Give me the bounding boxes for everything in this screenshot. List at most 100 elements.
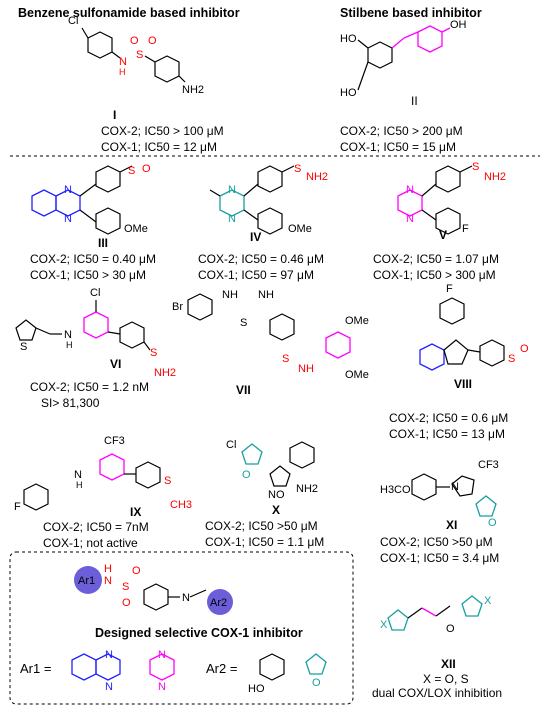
- structure-XI: H3CO N CF3 O: [380, 459, 499, 529]
- atom-ch3: CH3: [170, 499, 192, 511]
- ic50-II-cox1: COX-1; IC50 = 15 μM: [340, 140, 456, 154]
- ar1-quinoxaline: N N: [71, 649, 121, 693]
- atom-ome1: OMe: [345, 315, 369, 327]
- structure-VIII: F S O: [419, 283, 529, 371]
- atom-s: S: [240, 317, 247, 329]
- atom-n1: N: [451, 481, 459, 493]
- label-VIII: VIII: [454, 377, 473, 391]
- atom-f: F: [14, 501, 21, 513]
- label-VII: VII: [236, 383, 251, 397]
- ic50-VIII-cox2: COX-2; IC50 = 0.6 μM: [389, 411, 509, 425]
- structure-XII: X O X: [380, 595, 492, 635]
- atom-cl: Cl: [90, 287, 100, 299]
- atom-n1: N: [406, 184, 414, 196]
- atom-n: N: [64, 329, 72, 341]
- xii-note-dual: dual COX/LOX inhibition: [372, 686, 503, 700]
- atom-nh2: NH: [258, 289, 274, 301]
- ar2-furan: O: [305, 653, 327, 689]
- atom-o1: O: [130, 35, 139, 47]
- atom-ome: OMe: [124, 223, 148, 235]
- ic50-IV-cox1: COX-1; IC50 = 97 μM: [198, 268, 314, 282]
- atom-s: S: [128, 165, 135, 177]
- atom-nh2: NH2: [182, 84, 204, 96]
- label-XII: XII: [441, 657, 456, 671]
- atom-n1: N: [228, 184, 236, 196]
- atom-f: F: [462, 223, 469, 235]
- ar2-bubble: [207, 589, 233, 615]
- atom-ho2: HO: [340, 87, 357, 99]
- structure-IV: N N S NH2 OMe: [209, 163, 328, 235]
- label-V: V: [439, 228, 448, 242]
- label-II: II: [411, 94, 418, 108]
- ic50-IV-cox2: COX-2; IC50 = 0.46 μM: [198, 252, 324, 266]
- atom-h: H: [119, 67, 126, 77]
- atom-o: O: [488, 517, 497, 529]
- ic50-X-cox2: COX-2; IC50 >50 μM: [205, 519, 318, 533]
- atom-o: O: [520, 343, 529, 355]
- atom-nh2: NH2: [484, 171, 506, 183]
- atom-s: S: [20, 341, 27, 353]
- atom-ho: HO: [248, 683, 265, 695]
- structure-VI: S N H Cl S NH2: [15, 287, 176, 379]
- ic50-IX-cox2: COX-2; IC50 = 7nM: [43, 520, 149, 534]
- ic50-III-cox2: COX-2; IC50 = 0.40 μM: [30, 252, 156, 266]
- atom-o2: O: [148, 35, 157, 47]
- atom-x1: X: [380, 619, 388, 631]
- ic50-XI-cox1: COX-1; IC50 = 3.4 μM: [380, 551, 500, 565]
- atom-o2: O: [132, 565, 141, 577]
- xii-note-x: X = O, S: [423, 672, 469, 686]
- heading-stilbene: Stilbene based inhibitor: [340, 6, 482, 20]
- label-VI: VI: [110, 357, 122, 371]
- atom-s: S: [164, 475, 171, 487]
- atom-cl: Cl: [226, 439, 236, 451]
- label-X: X: [272, 503, 281, 517]
- structure-III: N N S O OMe: [31, 163, 151, 235]
- label-I: I: [113, 108, 117, 122]
- atom-n: N: [119, 56, 127, 68]
- atom-o: O: [312, 677, 321, 689]
- designed-scaffold: Ar1 H N S O O N Ar2: [74, 563, 233, 615]
- atom-oh: OH: [450, 19, 467, 31]
- atom-nh1: NH: [222, 289, 238, 301]
- atom-ar2: Ar2: [210, 597, 227, 609]
- atom-cl: Cl: [68, 15, 78, 27]
- structure-X: Cl O N O NH2: [226, 439, 318, 501]
- atom-s: S: [136, 49, 143, 61]
- atom-n1: N: [105, 649, 113, 661]
- atom-o: O: [446, 623, 455, 635]
- ic50-II-cox2: COX-2; IC50 > 200 μM: [340, 124, 463, 138]
- atom-meo: H3CO: [380, 484, 411, 496]
- label-IV: IV: [250, 230, 262, 244]
- atom-s: S: [472, 161, 479, 173]
- ic50-V-cox1: COX-1; IC50 > 300 μM: [373, 268, 496, 282]
- atom-cf3: CF3: [104, 435, 125, 447]
- atom-n: N: [268, 489, 276, 501]
- atom-ho1: HO: [340, 33, 357, 45]
- atom-o: O: [142, 163, 151, 175]
- structure-IX: F N H CF3 S CH3: [14, 435, 192, 513]
- atom-s2: S: [282, 353, 289, 365]
- atom-n2: N: [228, 213, 236, 225]
- atom-n: N: [104, 575, 112, 587]
- atom-f: F: [446, 283, 453, 295]
- atom-s: S: [294, 163, 301, 175]
- atom-n: N: [74, 469, 82, 481]
- atom-s2: S: [150, 347, 157, 359]
- structure-I: Cl N H S O O NH2: [68, 15, 204, 96]
- atom-h: H: [76, 480, 83, 490]
- atom-n1: N: [158, 649, 166, 661]
- atom-o1: O: [122, 597, 131, 609]
- ar2-equals: Ar2 =: [206, 661, 238, 676]
- ar1-equals: Ar1 =: [20, 661, 52, 676]
- atom-ar1: Ar1: [78, 575, 95, 587]
- atom-o2: O: [276, 489, 285, 501]
- atom-n2: N: [406, 213, 414, 225]
- atom-cf3: CF3: [478, 459, 499, 471]
- atom-h: H: [66, 340, 73, 350]
- ar1-bubble: [74, 566, 102, 594]
- atom-ome: OMe: [288, 223, 312, 235]
- atom-s: S: [122, 581, 129, 593]
- atom-nh2: NH2: [306, 171, 328, 183]
- atom-s: S: [508, 353, 515, 365]
